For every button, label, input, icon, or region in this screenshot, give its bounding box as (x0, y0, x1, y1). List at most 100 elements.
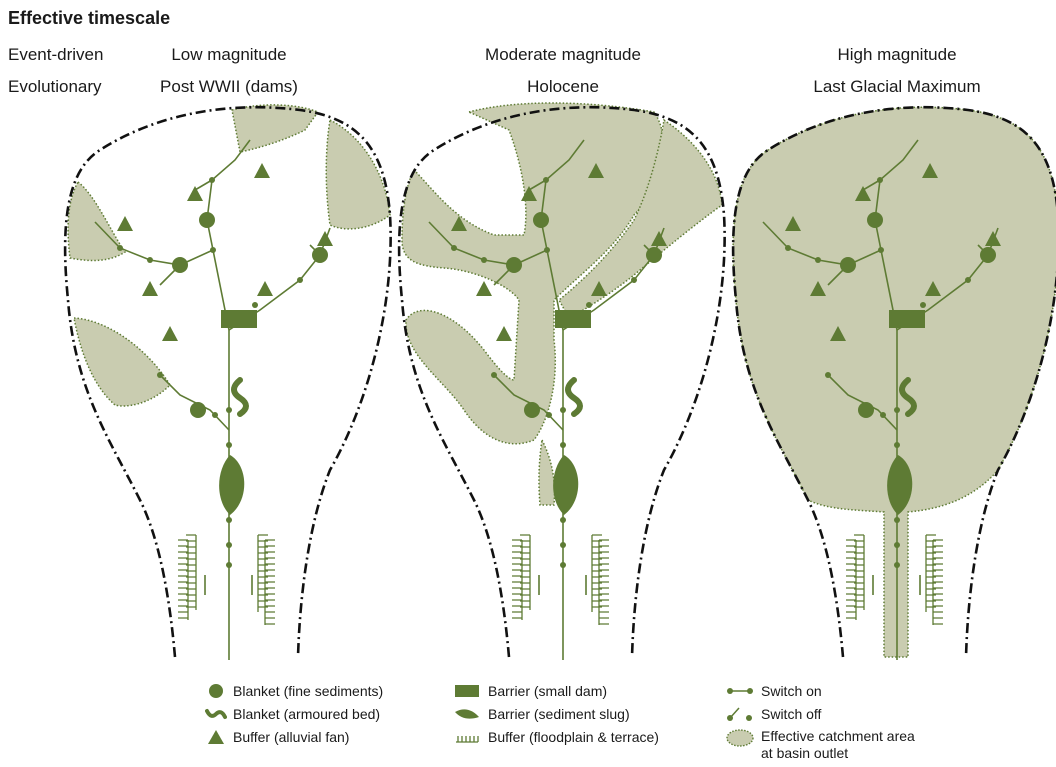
buffer-fan (317, 231, 333, 246)
buffer-fan (451, 216, 467, 231)
buffer-fan (496, 326, 512, 341)
catchment-area (73, 317, 171, 407)
row-label-event-driven: Event-driven (8, 45, 104, 64)
switch-node (157, 372, 163, 378)
switch-node (543, 177, 549, 183)
buffer-floodplain (178, 539, 189, 620)
blanket-fine (533, 212, 549, 228)
col-last-glacial-maximum: Last Glacial Maximum (813, 77, 981, 96)
blanket-armoured (565, 377, 583, 417)
blanket-fine (312, 247, 328, 263)
catchment-area (538, 437, 556, 506)
blanket-fine (858, 402, 874, 418)
river-channel (827, 374, 898, 431)
legend-barrier-dam: Barrier (small dam) (452, 682, 607, 700)
legend-label: Effective catchment area (761, 728, 915, 744)
river-channel (206, 139, 251, 331)
buffer-fan (651, 231, 667, 246)
blanket-fine (867, 212, 883, 228)
catchment-area (732, 106, 1056, 658)
catchment-area (67, 180, 127, 262)
switch-node (491, 372, 497, 378)
catchment-area (231, 104, 320, 153)
blanket-fine (646, 247, 662, 263)
triangle-icon (208, 730, 224, 744)
legend-blanket-armoured: Blanket (armoured bed) (205, 705, 380, 723)
legend-switch-on: Switch on (725, 682, 822, 700)
catchment-outline (397, 105, 726, 658)
catchment-area (558, 118, 723, 320)
buffer-fan (142, 281, 158, 296)
buffer-fan (521, 186, 537, 201)
switch-node (586, 302, 592, 308)
switch-node (785, 245, 791, 251)
legend-effective-area: Effective catchment area at basin outlet (725, 728, 915, 762)
switch-node (894, 562, 900, 568)
buffer-floodplain (925, 534, 936, 612)
buffer-floodplain (186, 534, 197, 610)
buffer-fan (591, 281, 607, 296)
comb-icon (456, 736, 479, 743)
legend-label: Switch on (761, 683, 822, 699)
barrier-dam (889, 310, 925, 328)
buffer-fan (187, 186, 203, 201)
switch-node (209, 177, 215, 183)
buffer-fan (830, 326, 846, 341)
river-channel (493, 374, 564, 431)
buffer-fan (810, 281, 826, 296)
blanket-fine (524, 402, 540, 418)
switch-node (894, 517, 900, 523)
panel-2 (397, 102, 726, 660)
legend-label: Barrier (small dam) (488, 683, 608, 699)
legend-label: Blanket (fine sediments) (233, 683, 384, 699)
switch-node (880, 412, 886, 418)
blanket-armoured (899, 377, 917, 417)
buffer-floodplain (591, 534, 602, 612)
switch-node (226, 542, 232, 548)
switch-node (894, 407, 900, 413)
panel-3 (731, 105, 1056, 660)
switch-node (894, 442, 900, 448)
buffer-floodplain (257, 534, 268, 612)
wave-icon (205, 709, 227, 719)
buffer-fan (588, 163, 604, 178)
legend-label: Buffer (floodplain & terrace) (488, 729, 659, 745)
legend-blanket-fine: Blanket (fine sediments) (205, 682, 383, 700)
legend-label: Barrier (sediment slug) (488, 706, 630, 722)
switch-node (546, 412, 552, 418)
river-channel (528, 179, 547, 191)
buffer-fan (162, 326, 178, 341)
switch-node (544, 247, 550, 253)
barrier-dam (555, 310, 591, 328)
catchment-area (325, 118, 391, 230)
switch-node (560, 517, 566, 523)
buffer-fan (257, 281, 273, 296)
blanket-fine (980, 247, 996, 263)
buffer-fan (476, 281, 492, 296)
river-channel (194, 179, 213, 191)
switch-node (877, 177, 883, 183)
switch-on-icon (727, 688, 753, 694)
switch-node (451, 245, 457, 251)
switch-node (210, 247, 216, 253)
catchment-outline (63, 105, 392, 658)
switch-node (117, 245, 123, 251)
river-channel (874, 139, 919, 331)
col-high-magnitude: High magnitude (837, 45, 957, 64)
switch-node (878, 247, 884, 253)
buffer-fan (922, 163, 938, 178)
switch-node (631, 277, 637, 283)
catchment-outline (731, 105, 1056, 658)
blanket-fine (506, 257, 522, 273)
legend-buffer-floodplain: Buffer (floodplain & terrace) (452, 728, 659, 746)
barrier-slug (553, 455, 579, 515)
buffer-fan (254, 163, 270, 178)
rect-icon (455, 685, 479, 697)
switch-node (226, 407, 232, 413)
switch-node (920, 302, 926, 308)
switch-node (226, 562, 232, 568)
legend-label-line2: at basin outlet (761, 745, 849, 761)
switch-off-icon (727, 707, 752, 721)
leaf-icon (455, 709, 479, 719)
blanket-armoured (231, 377, 249, 417)
